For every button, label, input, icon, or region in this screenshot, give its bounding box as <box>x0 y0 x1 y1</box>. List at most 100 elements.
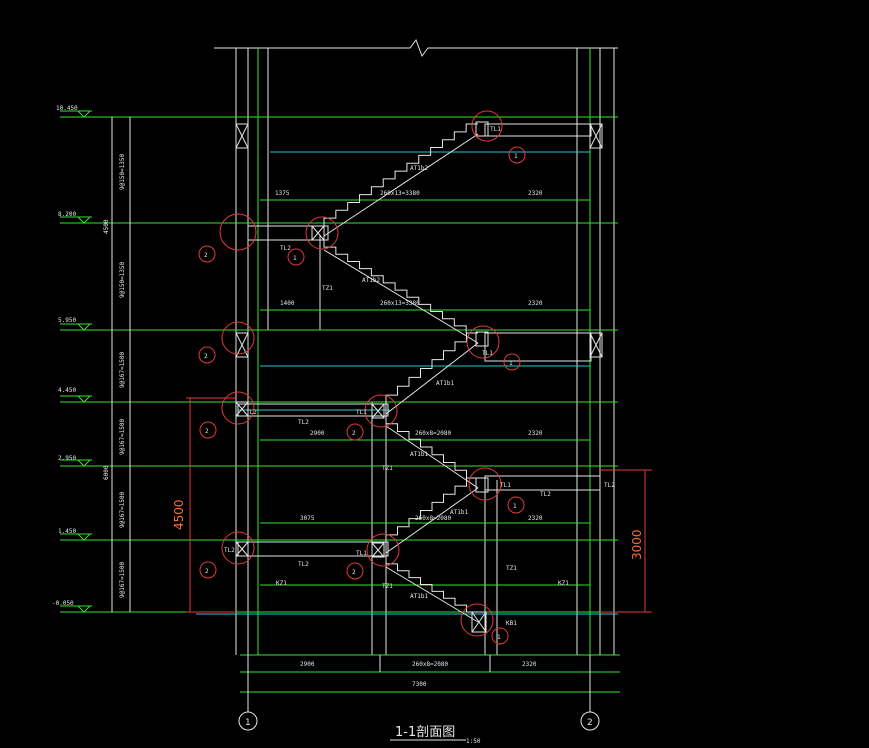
tag-tl1-e: TL1 <box>356 550 367 557</box>
big-dim-left: 4500 <box>172 499 186 530</box>
flight-mid-rising-soffit <box>385 342 479 415</box>
flight-mid-falling-soffit <box>385 425 479 489</box>
run-dim-a3b: 2320 <box>528 300 543 307</box>
flight-dim-5: 9@167=1500 <box>119 491 126 528</box>
flight-dim-3: 9@167=1500 <box>119 351 126 388</box>
tag-tz1-a: TZ1 <box>322 285 333 292</box>
tag-tl2-g: TL2 <box>298 561 309 568</box>
detail-circles <box>198 110 526 645</box>
tag-tl1-d: TL1 <box>500 482 511 489</box>
run-dim-low: 260x8=2080 <box>415 515 452 522</box>
tag-at1-c: AT1b1 <box>450 509 468 516</box>
flight-mid-rising <box>385 332 478 404</box>
mark-2b: 2 <box>204 353 208 360</box>
run-dim-upper-2: 260x13=3380 <box>380 300 420 307</box>
mark-1e: 1 <box>497 634 501 641</box>
elevation-triangle <box>60 459 92 467</box>
tag-at2-a: AT1b2 <box>410 165 428 172</box>
elev-5: 2.950 <box>58 455 76 462</box>
flight-dim-4: 9@167=1500 <box>119 418 126 455</box>
elevation-triangle <box>60 323 92 331</box>
bottom-dim-total: 7300 <box>412 681 427 688</box>
elev-7: -0.050 <box>52 600 74 607</box>
break-line <box>214 38 618 58</box>
flight-dim-1: 9@150=1350 <box>119 153 126 190</box>
drawing-title: 1-1剖面图 <box>395 725 455 740</box>
mark-2e: 2 <box>205 568 209 575</box>
run-dim-a3: 2320 <box>528 190 543 197</box>
bottom-dim-1: 2900 <box>300 661 315 668</box>
elev-2: 8.200 <box>58 211 76 218</box>
elevation-triangle <box>60 395 92 403</box>
tag-kb: KB1 <box>506 620 517 627</box>
tag-tz1-b: TZ1 <box>382 465 393 472</box>
axis-bubble-2 <box>580 711 600 731</box>
mark-1b: 1 <box>293 255 297 262</box>
tag-tl1-b: TL1 <box>482 350 493 357</box>
tag-tl2-b: TL2 <box>246 409 257 416</box>
tag-tz1-d: TZ1 <box>506 565 517 572</box>
run-dim-mid: 260x8=2080 <box>415 430 452 437</box>
run-dim-a4: 1375 <box>275 190 290 197</box>
tag-tl2-c: TL2 <box>298 419 309 426</box>
tag-tz1-c: TZ1 <box>382 583 393 590</box>
elevation-triangle <box>60 533 92 541</box>
elevation-markers <box>60 110 92 613</box>
tag-tl2-f: TL2 <box>224 547 235 554</box>
run-dim-a1: 3075 <box>300 515 315 522</box>
run-dim-a5: 1400 <box>280 300 295 307</box>
tag-tl2-e: TL2 <box>604 482 615 489</box>
elev-6: 1.450 <box>58 528 76 535</box>
elevation-triangle <box>60 605 92 613</box>
flight-upper-falling <box>323 240 478 334</box>
elevation-triangle <box>60 110 92 118</box>
run-dim-upper: 260x13=3380 <box>380 190 420 197</box>
mark-2a: 2 <box>204 252 208 259</box>
tag-kz-a: KZ1 <box>276 580 287 587</box>
tag-at1-b: AT1b1 <box>410 451 428 458</box>
tag-kz-b: KZ1 <box>558 580 569 587</box>
tag-at1-d: AT1b1 <box>410 593 428 600</box>
tag-at2-b: AT1b2 <box>362 277 380 284</box>
mark-1a: 1 <box>514 153 518 160</box>
left-dimension-chain <box>111 117 131 612</box>
elevation-triangle <box>60 216 92 224</box>
tag-tl2-a: TL2 <box>280 245 291 252</box>
bottom-dim-3: 2320 <box>522 661 537 668</box>
mark-2d: 2 <box>352 430 356 437</box>
tag-tl2-d: TL2 <box>540 491 551 498</box>
axis-label-1: 1 <box>245 718 251 728</box>
elev-4: 4.450 <box>58 387 76 394</box>
axis-label-2: 2 <box>587 718 593 728</box>
drawing-scale: 1:50 <box>466 738 481 745</box>
big-dimensions <box>186 397 652 613</box>
mark-1c: 1 <box>509 360 513 367</box>
flight-upper-rising <box>323 123 478 226</box>
bottom-dimensions <box>238 654 620 741</box>
mark-1d: 1 <box>513 503 517 510</box>
flight-mid-falling <box>385 416 478 479</box>
big-dim-right: 3000 <box>630 529 644 560</box>
wall-lines <box>235 48 615 655</box>
slab-lines <box>196 151 618 615</box>
flight-low-falling <box>385 557 478 613</box>
flight-upper-rising-soffit <box>323 133 479 237</box>
run-dim-a2: 2900 <box>310 430 325 437</box>
elev-3: 5.950 <box>58 317 76 324</box>
tag-tl1-c: TL1 <box>356 409 367 416</box>
total-dim-upper: 4500 <box>103 219 110 234</box>
run-dim-a3c: 2320 <box>528 430 543 437</box>
elev-1: 10.450 <box>56 105 78 112</box>
total-dim-lower: 6000 <box>103 465 110 480</box>
mark-2f: 2 <box>352 569 356 576</box>
tag-at1-a: AT1b1 <box>436 380 454 387</box>
flight-low-rising-soffit <box>385 487 479 554</box>
landing-slabs <box>235 121 603 633</box>
tag-tl1-a: TL1 <box>490 126 501 133</box>
flight-dim-6: 9@167=1500 <box>119 561 126 598</box>
axis-bubble-1 <box>238 711 258 731</box>
flight-low-rising <box>385 477 478 543</box>
mark-2c: 2 <box>205 428 209 435</box>
